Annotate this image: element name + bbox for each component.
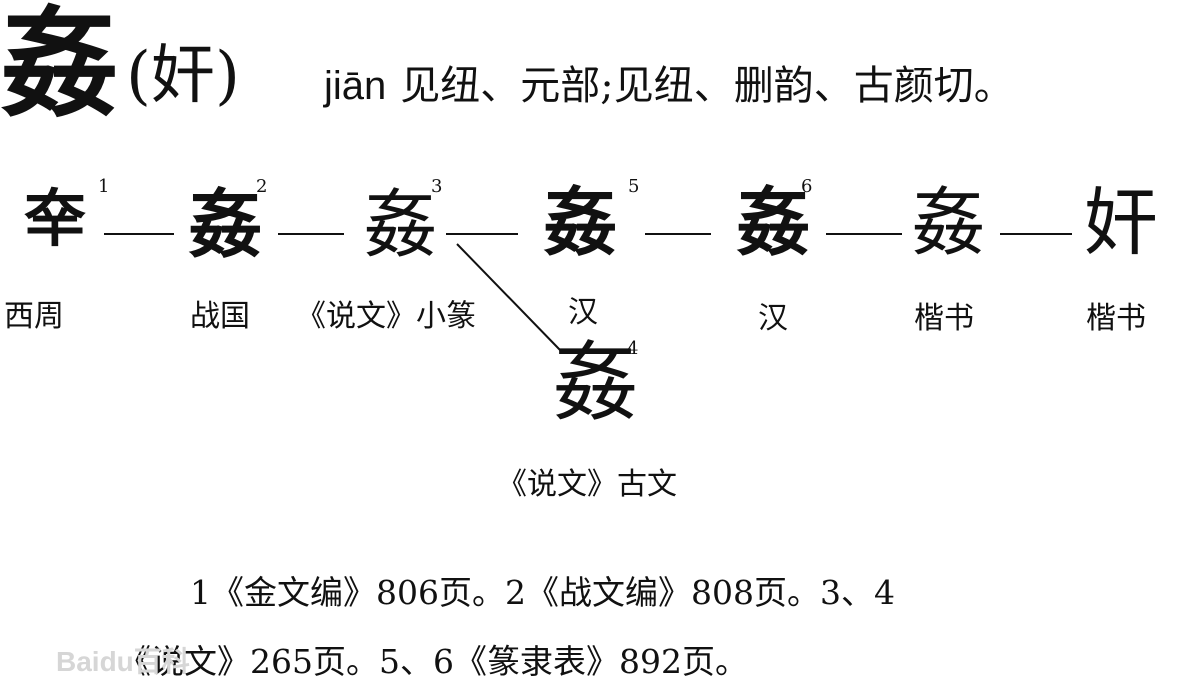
label-regular-1: 楷书 <box>914 301 974 336</box>
connector-line <box>104 233 174 235</box>
source-note-line-1: 1《金文编》806页。2《战文编》808页。3、4 <box>190 573 895 612</box>
connector-line <box>645 233 711 235</box>
connector-line <box>826 233 902 235</box>
phonology-note: 见纽、元部;见纽、删韵、古颜切。 <box>400 63 1014 109</box>
label-ancient-script: 《说文》古文 <box>497 467 677 502</box>
label-han-2: 汉 <box>758 301 788 336</box>
label-warring-states: 战国 <box>190 299 250 334</box>
footnote-number: 1 <box>98 176 110 197</box>
head-character: 姦 <box>0 0 118 133</box>
label-regular-2: 楷书 <box>1086 301 1146 336</box>
connector-line <box>278 233 344 235</box>
footnote-number: 5 <box>628 176 640 197</box>
label-han-1: 汉 <box>568 295 598 330</box>
glyph-regular-1: 姦 <box>911 180 985 266</box>
connector-line <box>1000 233 1072 235</box>
footnote-number: 3 <box>431 176 443 197</box>
glyph-han-1: 姦 <box>543 180 617 266</box>
pinyin: jiān <box>324 64 387 108</box>
source-note-line-2: 《说文》265页。5、6《篆隶表》892页。 <box>118 642 748 681</box>
variant-character: (奸) <box>126 39 240 113</box>
watermark: Baidu百科 <box>56 646 190 677</box>
connector-line <box>446 233 518 235</box>
glyph-han-2: 姦 <box>736 180 810 266</box>
footnote-number: 6 <box>801 176 813 197</box>
glyph-western-zhou: 㚔 <box>23 182 86 255</box>
glyph-warring-states: 姦 <box>188 182 262 268</box>
footnote-number: 2 <box>256 176 268 197</box>
glyph-regular-2: 奸 <box>1084 180 1158 266</box>
glyph-ancient-script: 姦 <box>552 333 638 433</box>
glyph-small-seal: 姦 <box>363 182 437 268</box>
pronunciation-line: jiān 见纽、元部;见纽、删韵、古颜切。 <box>324 66 1014 106</box>
label-small-seal: 《说文》小篆 <box>296 299 476 334</box>
label-western-zhou: 西周 <box>4 299 64 334</box>
footnote-number: 4 <box>627 338 639 359</box>
